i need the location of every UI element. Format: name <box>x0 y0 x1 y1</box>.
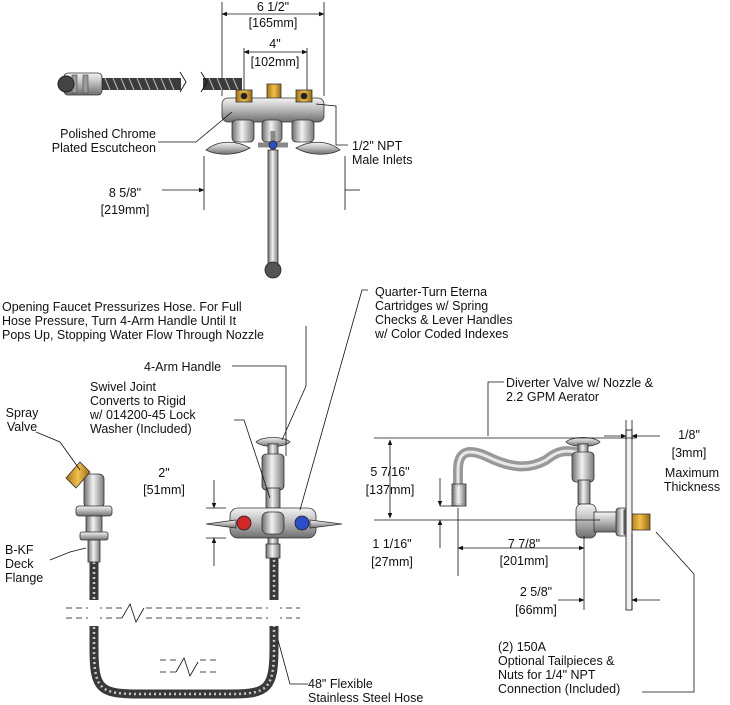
inlets-label: 1/2" NPT Male Inlets <box>352 139 413 167</box>
dim-outer-in: 6 1/2" <box>256 0 290 14</box>
side-faucet <box>565 437 651 539</box>
dim-height-mm: [51mm] <box>143 483 185 497</box>
label-4-arm-handle: 4-Arm Handle <box>144 360 222 374</box>
dim-offset-in: 2 5/8" <box>519 585 553 599</box>
top-hose <box>57 71 242 96</box>
dim-outer-mm: [165mm] <box>248 16 298 30</box>
label-flexible-hose: 48" Flexible Stainless Steel Hose <box>308 677 424 705</box>
dim-offset-mm: [66mm] <box>515 603 557 617</box>
dim-reach-mm: [201mm] <box>499 554 549 568</box>
dim-thickness-mm: [3mm] <box>671 446 707 460</box>
note-pressure: Opening Faucet Pressurizes Hose. For Ful… <box>2 300 264 342</box>
dim-width-in: 8 5/8" <box>108 186 142 200</box>
dim-total-h-in: 5 7/16" <box>370 465 410 479</box>
top-faucet <box>205 83 341 279</box>
dim-spout-mm: [27mm] <box>371 555 413 569</box>
dim-height-in: 2" <box>158 466 170 480</box>
spray-valve <box>65 461 113 563</box>
label-tailpieces: (2) 150A Optional Tailpieces & Nuts for … <box>498 640 621 696</box>
dim-thickness-in: 1/8" <box>678 428 700 442</box>
label-spray-valve: Spray Valve <box>5 406 39 434</box>
dim-width-mm: [219mm] <box>100 203 150 217</box>
front-view <box>35 289 368 699</box>
escutcheon-label: Polished Chrome Plated Escutcheon <box>51 127 156 155</box>
label-swivel-joint: Swivel Joint Converts to Rigid w/ 014200… <box>90 380 196 436</box>
top-leaders <box>158 103 348 146</box>
dim-reach-in: 7 7/8" <box>507 537 541 551</box>
wall-thickness <box>625 429 633 611</box>
front-faucet <box>205 437 343 559</box>
label-diverter-valve: Diverter Valve w/ Nozzle & 2.2 GPM Aerat… <box>506 376 654 404</box>
dim-total-h-mm: [137mm] <box>365 483 415 497</box>
front-leaders <box>35 289 368 685</box>
label-deck-flange: B-KF Deck Flange <box>5 543 44 585</box>
label-max-thickness: Maximum Thickness <box>663 466 721 494</box>
dim-spout-in: 1 1/16" <box>372 537 412 551</box>
side-view <box>374 381 695 693</box>
note-cartridges: Quarter-Turn Eterna Cartridges w/ Spring… <box>375 285 513 341</box>
dim-inner-in: 4" <box>269 37 281 51</box>
dim-inner-mm: [102mm] <box>250 55 300 69</box>
side-leaders <box>487 381 695 693</box>
